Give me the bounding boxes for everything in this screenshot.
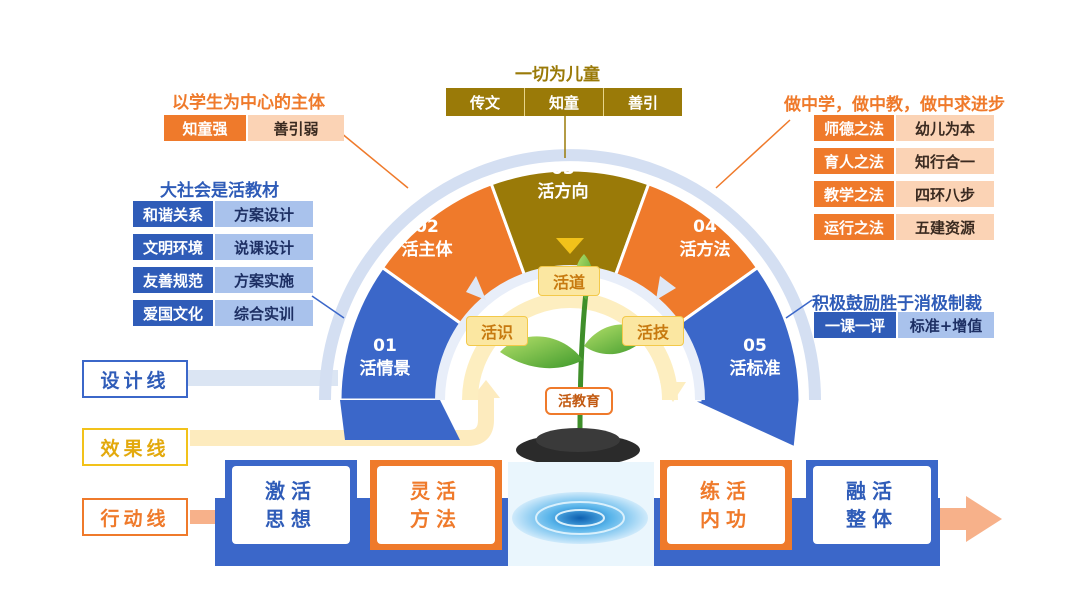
right-top-row-4-key: 运行之法 [814, 214, 894, 240]
right-mid-title: 积极鼓励胜于消极制裁 [812, 294, 982, 314]
center-bar-cell-3: 善引 [627, 93, 658, 112]
right-top-row-2: 育人之法 知行合一 [814, 148, 994, 174]
step-3: 练活 内功 [660, 460, 792, 550]
sector-01-name: 活情景 [359, 359, 411, 379]
inner-arc-arrow [660, 382, 686, 402]
water-ripple [512, 492, 648, 544]
sector-03-pointer [556, 238, 584, 254]
step-2-text: 灵活 方法 [377, 466, 495, 544]
effect-line-label: 效果线 [82, 428, 188, 466]
right-top-row-1-value: 幼儿为本 [896, 115, 994, 141]
leader-left-mid [311, 295, 345, 319]
sector-01-num: 01 [373, 336, 397, 356]
right-top-row-4: 运行之法 五建资源 [814, 214, 994, 240]
left-mid-row-3-value: 方案实施 [215, 267, 313, 293]
left-mid-row-4-key: 爱国文化 [133, 300, 213, 326]
effect-line-arrow [472, 380, 500, 398]
leader-left-top [334, 127, 409, 189]
left-mid-row-2-value: 说课设计 [215, 234, 313, 260]
left-top-cell-2: 善引弱 [248, 115, 344, 141]
left-mid-title: 大社会是活教材 [160, 181, 279, 201]
sector-01-tail [340, 400, 460, 440]
right-top-row-2-value: 知行合一 [896, 148, 994, 174]
effect-line-bar [190, 395, 494, 446]
left-top-title: 以学生为中心的主体 [172, 93, 325, 113]
center-headline: 一切为儿童 [515, 65, 600, 85]
sector-02-label: 02 活主体 [392, 216, 462, 262]
left-mid-row-2: 文明环境 说课设计 [133, 234, 313, 260]
step-3-text: 练活 内功 [667, 466, 785, 544]
pill-plant: 活教育 [545, 387, 613, 415]
step-2: 灵活 方法 [370, 460, 502, 550]
right-top-row-2-key: 育人之法 [814, 148, 894, 174]
sector-04-label: 04 活方法 [670, 216, 740, 262]
sector-05-num: 05 [743, 336, 767, 356]
sector-02-name: 活主体 [401, 240, 453, 260]
inner-arc-arrow-left [466, 276, 486, 300]
left-mid-row-1-value: 方案设计 [215, 201, 313, 227]
left-mid-row-3-key: 友善规范 [133, 267, 213, 293]
left-mid-row-4-value: 综合实训 [215, 300, 313, 326]
right-top-title: 做中学，做中教，做中求进步 [784, 95, 1005, 115]
right-top-row-1-key: 师德之法 [814, 115, 894, 141]
sector-02-num: 02 [415, 217, 439, 237]
sector-03-num: 03 [551, 159, 575, 179]
left-mid-row-2-key: 文明环境 [133, 234, 213, 260]
action-bar-tail [940, 508, 970, 530]
sector-05-label: 05 活标准 [718, 335, 792, 381]
inner-arc-arrow-right [656, 276, 676, 300]
step-1-text: 激活 思想 [232, 466, 350, 544]
outer-ring [319, 149, 821, 401]
design-line-bar [188, 370, 338, 386]
pill-top: 活道 [538, 266, 600, 296]
right-top-row-1: 师德之法 幼儿为本 [814, 115, 994, 141]
left-mid-row-3: 友善规范 方案实施 [133, 267, 313, 293]
sector-04-name: 活方法 [679, 240, 731, 260]
left-top-cell-1: 知童强 [164, 115, 246, 141]
leader-right-mid [785, 299, 813, 319]
step-4-text: 融活 整体 [813, 466, 931, 544]
pill-left: 活识 [466, 316, 528, 346]
right-top-row-4-value: 五建资源 [896, 214, 994, 240]
left-mid-row-1-key: 和谐关系 [133, 201, 213, 227]
action-arrow-head [966, 496, 1002, 542]
left-top-table: 知童强 善引弱 [164, 115, 344, 141]
right-top-row-3-value: 四环八步 [896, 181, 994, 207]
leader-right-top [715, 119, 791, 189]
sector-03-name: 活方向 [537, 182, 589, 202]
center-bar-cell-1: 传文 [446, 88, 525, 116]
right-mid-cell-1: 一课一评 [814, 312, 896, 338]
center-bar: 传文 知童 善引 [446, 88, 682, 116]
sector-01-label: 01 活情景 [350, 335, 420, 381]
right-top-row-3: 教学之法 四环八步 [814, 181, 994, 207]
sector-04-num: 04 [693, 217, 717, 237]
right-top-row-3-key: 教学之法 [814, 181, 894, 207]
step-1: 激活 思想 [225, 460, 357, 550]
sector-05-name: 活标准 [729, 359, 781, 379]
sector-03-label: 03 活方向 [528, 158, 598, 204]
plant-graphic [500, 254, 650, 466]
center-bar-cell-2: 知童 [525, 88, 604, 116]
inner-arc [462, 292, 678, 401]
action-line-label: 行动线 [82, 498, 188, 536]
left-mid-row-4: 爱国文化 综合实训 [133, 300, 313, 326]
left-mid-row-1: 和谐关系 方案设计 [133, 201, 313, 227]
design-line-label: 设计线 [82, 360, 188, 398]
right-mid-cell-2: 标准+增值 [898, 312, 994, 338]
step-4: 融活 整体 [806, 460, 938, 550]
pill-right: 活技 [622, 316, 684, 346]
right-mid-table: 一课一评 标准+增值 [814, 312, 994, 338]
